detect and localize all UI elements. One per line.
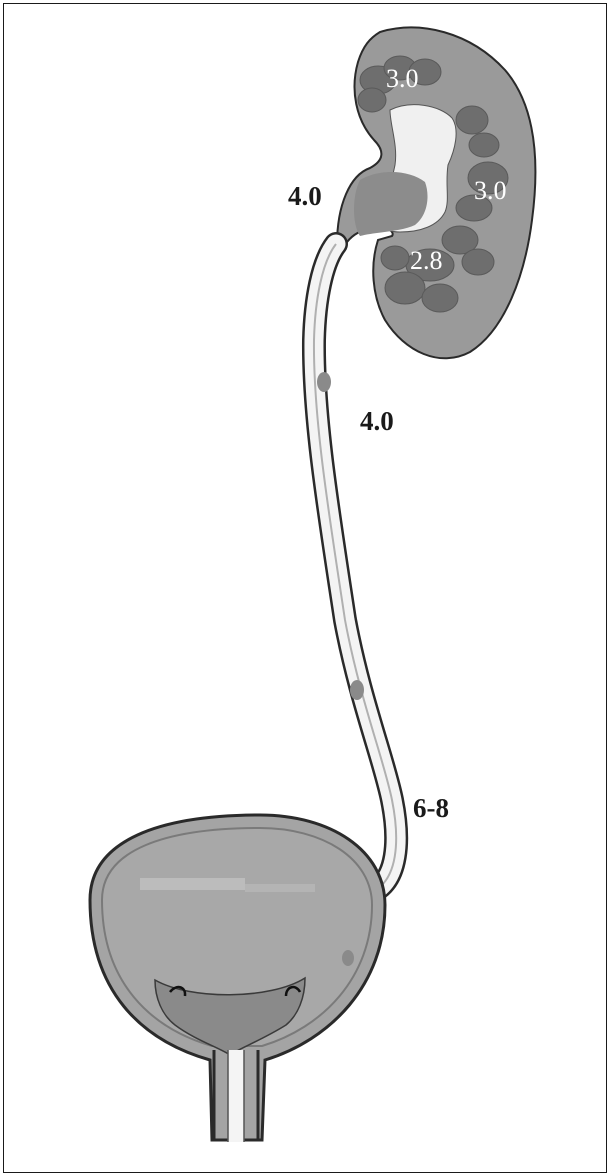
label-middle-calyx: 3.0 (474, 178, 507, 204)
intramural-ureter-narrowing (342, 950, 354, 966)
label-pyeloureteral-junction: 4.0 (288, 183, 322, 210)
bladder-light-band (140, 878, 245, 890)
ureter-narrowing-lower (350, 680, 364, 700)
label-ureterovesical-junction: 6-8 (413, 795, 449, 822)
ureter-narrowing-upper (317, 372, 331, 392)
label-lower-calyx: 2.8 (410, 248, 443, 274)
ureter (314, 244, 396, 892)
label-upper-calyx: 3.0 (386, 66, 419, 92)
label-ureter-midportion: 4.0 (360, 408, 394, 435)
bladder-light-band-2 (245, 884, 315, 892)
bladder (90, 815, 385, 1142)
urethra-lumen (228, 1050, 244, 1142)
